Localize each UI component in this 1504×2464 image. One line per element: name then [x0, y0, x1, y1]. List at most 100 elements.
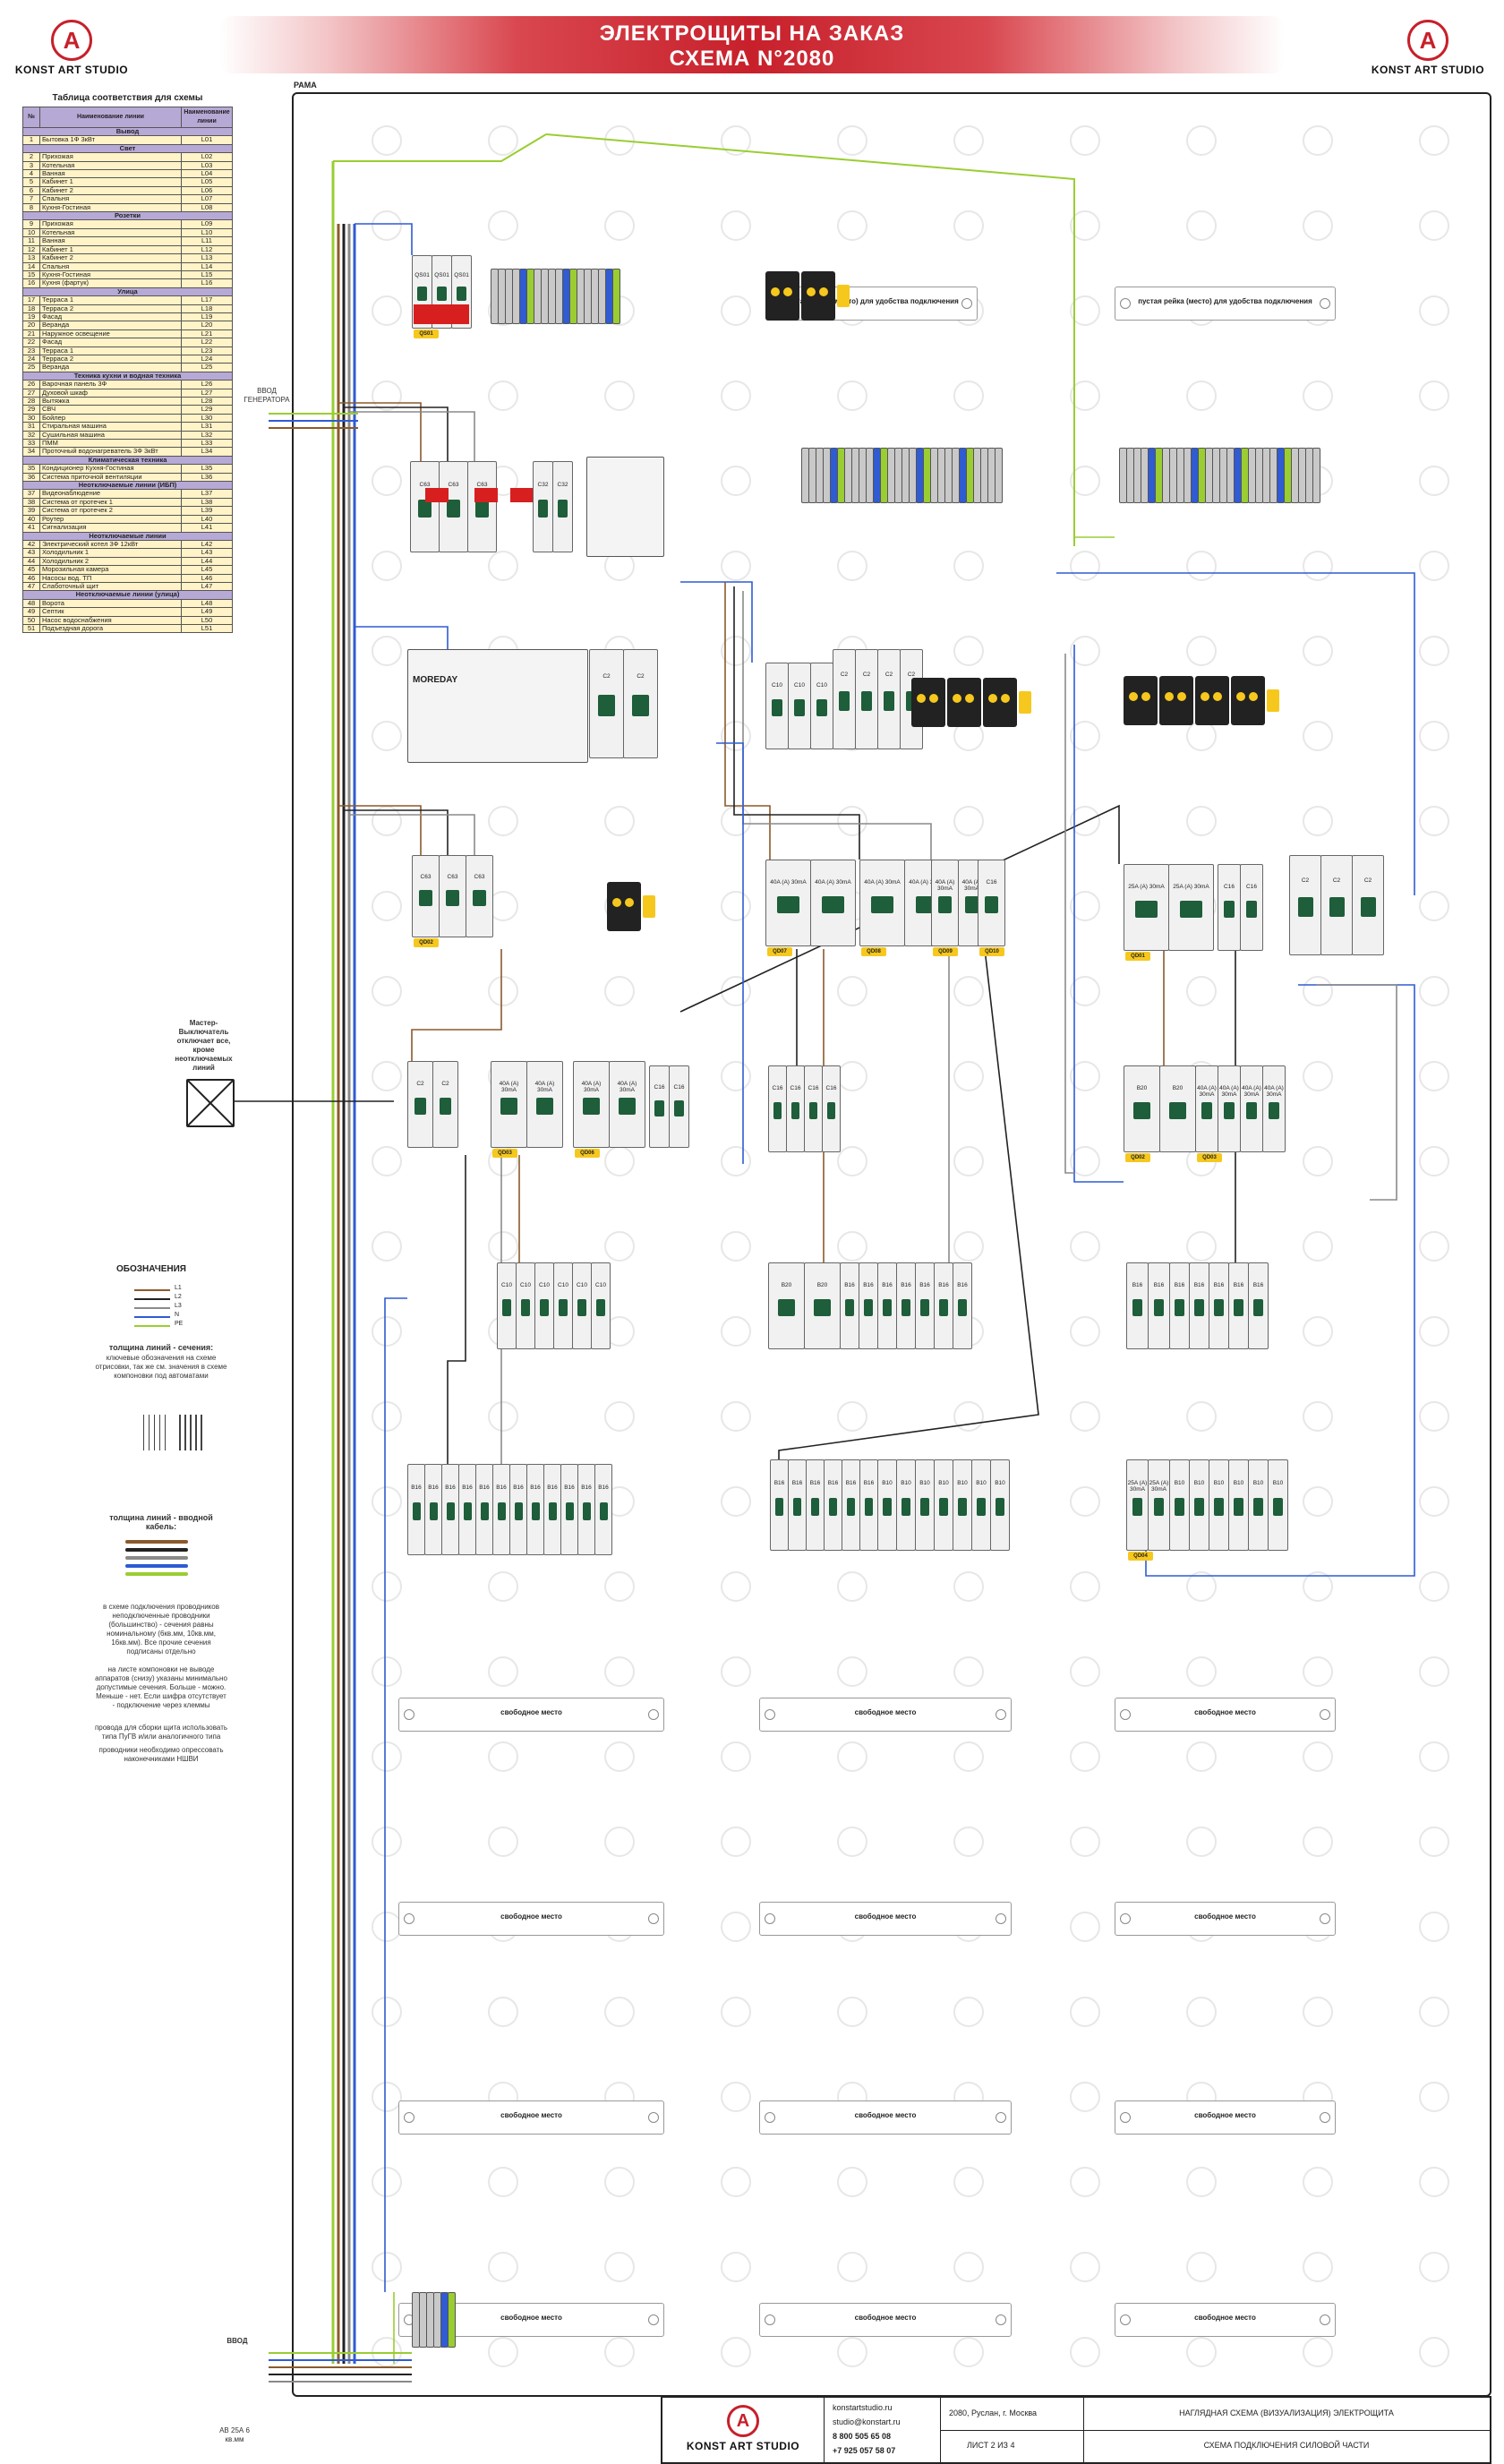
circuit-breaker[interactable]: B20	[804, 1262, 841, 1349]
dial-icon[interactable]	[807, 287, 816, 296]
breaker-toggle[interactable]	[845, 1298, 854, 1316]
master-switch-icon[interactable]	[186, 1079, 235, 1127]
circuit-breaker[interactable]: 40A (A) 30mA	[859, 860, 905, 946]
breaker-toggle[interactable]	[1194, 1498, 1204, 1516]
circuit-breaker[interactable]: C63	[410, 461, 440, 552]
breaker-toggle[interactable]	[674, 1099, 684, 1116]
dial-icon[interactable]	[612, 898, 621, 907]
circuit-breaker[interactable]: C10	[497, 1262, 517, 1349]
breaker-toggle[interactable]	[1234, 1498, 1243, 1516]
circuit-breaker[interactable]: B10	[1228, 1459, 1249, 1551]
breaker-toggle[interactable]	[1201, 1101, 1212, 1119]
circuit-breaker[interactable]: C32	[552, 461, 573, 552]
circuit-breaker[interactable]: B10	[990, 1459, 1010, 1551]
circuit-breaker[interactable]: B10	[1209, 1459, 1229, 1551]
breaker-toggle[interactable]	[446, 500, 461, 518]
breaker-toggle[interactable]	[559, 1298, 568, 1316]
breaker-toggle[interactable]	[883, 1498, 892, 1516]
breaker-toggle[interactable]	[1135, 900, 1158, 918]
circuit-breaker[interactable]: B16	[953, 1262, 972, 1349]
breaker-toggle[interactable]	[772, 698, 782, 716]
circuit-breaker[interactable]: B16	[577, 1464, 595, 1555]
breaker-toggle[interactable]	[1246, 1101, 1257, 1119]
dial-icon[interactable]	[929, 694, 938, 703]
breaker-toggle[interactable]	[938, 895, 952, 913]
circuit-breaker[interactable]: B16	[1228, 1262, 1249, 1349]
circuit-breaker[interactable]: 40A (A) 30mA	[491, 1061, 527, 1148]
breaker-toggle[interactable]	[822, 895, 844, 913]
breaker-toggle[interactable]	[985, 895, 998, 913]
breaker-toggle[interactable]	[439, 1097, 452, 1115]
circuit-breaker[interactable]: 40A (A) 30mA	[526, 1061, 563, 1148]
breaker-toggle[interactable]	[794, 698, 805, 716]
breaker-toggle[interactable]	[884, 691, 894, 712]
breaker-toggle[interactable]	[846, 1498, 856, 1516]
breaker-toggle[interactable]	[1175, 1298, 1184, 1316]
circuit-breaker[interactable]: B10	[1189, 1459, 1209, 1551]
breaker-toggle[interactable]	[773, 1101, 782, 1119]
circuit-breaker[interactable]: C63	[467, 461, 497, 552]
circuit-breaker[interactable]: B10	[1268, 1459, 1288, 1551]
breaker-toggle[interactable]	[1168, 1101, 1187, 1119]
circuit-breaker[interactable]: B16	[594, 1464, 612, 1555]
breaker-toggle[interactable]	[1360, 897, 1376, 918]
breaker-toggle[interactable]	[1214, 1298, 1224, 1316]
circuit-breaker[interactable]: B10	[1248, 1459, 1269, 1551]
breaker-toggle[interactable]	[598, 695, 615, 717]
circuit-breaker[interactable]: B16	[824, 1459, 842, 1551]
circuit-breaker[interactable]: B10	[971, 1459, 991, 1551]
circuit-breaker[interactable]: C10	[572, 1262, 592, 1349]
circuit-breaker[interactable]: B10	[915, 1459, 935, 1551]
dial-icon[interactable]	[783, 287, 792, 296]
breaker-toggle[interactable]	[792, 1498, 802, 1516]
circuit-breaker[interactable]: C63	[439, 461, 468, 552]
breaker-toggle[interactable]	[828, 1498, 838, 1516]
breaker-toggle[interactable]	[861, 691, 872, 712]
breaker-toggle[interactable]	[429, 1502, 438, 1520]
breaker-toggle[interactable]	[1153, 1298, 1165, 1316]
voltage-relay[interactable]	[911, 678, 945, 727]
breaker-toggle[interactable]	[826, 1101, 836, 1119]
circuit-breaker[interactable]: C63	[412, 855, 440, 937]
breaker-toggle[interactable]	[1253, 1298, 1263, 1316]
circuit-breaker[interactable]: B20	[768, 1262, 805, 1349]
voltage-relay[interactable]	[983, 678, 1017, 727]
breaker-toggle[interactable]	[535, 1097, 554, 1115]
circuit-breaker[interactable]: 40A (A) 30mA	[931, 860, 959, 946]
breaker-toggle[interactable]	[977, 1498, 986, 1516]
website-link[interactable]: konstartstudio.ru	[833, 2403, 893, 2412]
circuit-breaker[interactable]: 40A (A) 30mA	[1195, 1065, 1218, 1152]
circuit-breaker[interactable]: C2	[589, 649, 624, 758]
breaker-toggle[interactable]	[1234, 1298, 1243, 1316]
breaker-toggle[interactable]	[777, 895, 799, 913]
ats-module[interactable]: MOREDAY	[407, 649, 588, 763]
breaker-toggle[interactable]	[521, 1298, 530, 1316]
circuit-breaker[interactable]: C16	[649, 1065, 670, 1148]
breaker-toggle[interactable]	[599, 1502, 608, 1520]
breaker-toggle[interactable]	[1224, 1101, 1235, 1119]
voltage-relay[interactable]	[1159, 676, 1193, 725]
circuit-breaker[interactable]: B16	[840, 1262, 859, 1349]
breaker-toggle[interactable]	[419, 889, 432, 906]
circuit-breaker[interactable]: B16	[896, 1262, 916, 1349]
circuit-breaker[interactable]: B16	[458, 1464, 476, 1555]
breaker-toggle[interactable]	[502, 1298, 511, 1316]
circuit-breaker[interactable]: B16	[407, 1464, 425, 1555]
breaker-toggle[interactable]	[577, 1298, 586, 1316]
breaker-toggle[interactable]	[790, 1101, 800, 1119]
dial-icon[interactable]	[819, 287, 828, 296]
circuit-breaker[interactable]: B16	[842, 1459, 860, 1551]
breaker-toggle[interactable]	[446, 889, 459, 906]
voltage-relay-module[interactable]	[586, 457, 664, 557]
breaker-toggle[interactable]	[1273, 1498, 1283, 1516]
circuit-breaker[interactable]: B16	[1126, 1262, 1149, 1349]
circuit-breaker[interactable]: 25A (A) 30mA	[1126, 1459, 1149, 1551]
breaker-toggle[interactable]	[463, 1502, 472, 1520]
breaker-toggle[interactable]	[582, 1502, 591, 1520]
breaker-toggle[interactable]	[414, 1097, 427, 1115]
dial-icon[interactable]	[1213, 692, 1222, 701]
circuit-breaker[interactable]: C10	[788, 663, 811, 749]
circuit-breaker[interactable]: B16	[859, 1262, 878, 1349]
circuit-breaker[interactable]: B16	[475, 1464, 493, 1555]
dial-icon[interactable]	[965, 694, 974, 703]
